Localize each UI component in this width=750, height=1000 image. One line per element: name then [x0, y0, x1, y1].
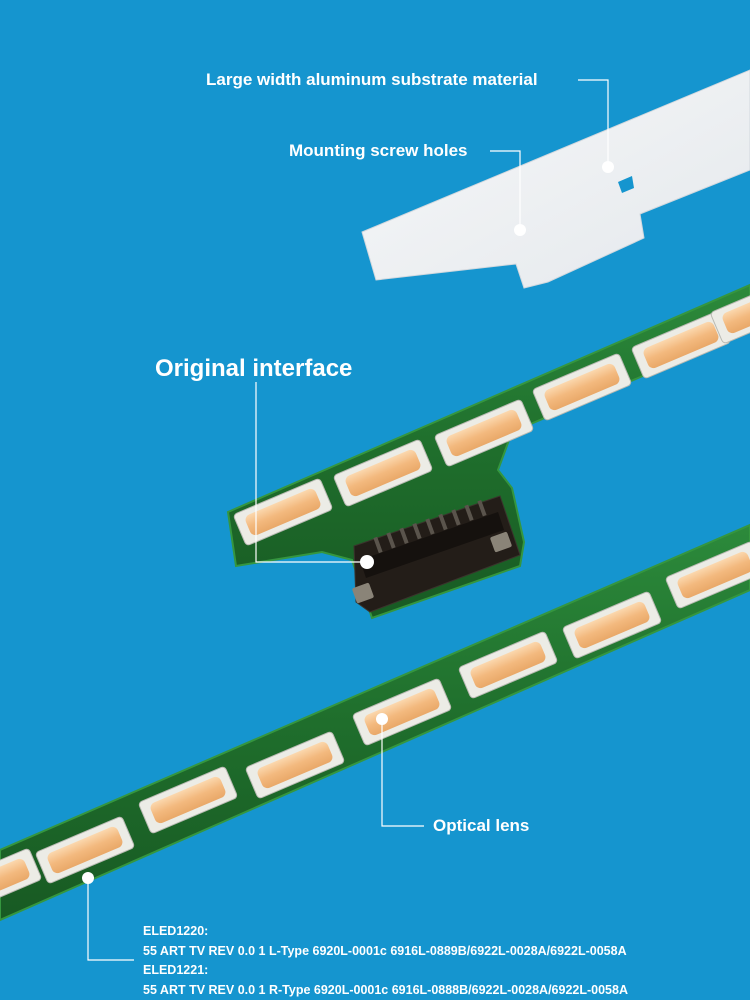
callout-interface: [255, 382, 366, 563]
connector-pin: [425, 518, 435, 535]
led-package: [245, 731, 345, 799]
led-package: [710, 276, 750, 344]
callout-dot: [360, 555, 374, 569]
led-package: [0, 848, 42, 916]
spec-block: ELED1220: 55 ART TV REV 0.0 1 L-Type 692…: [143, 922, 628, 1000]
callout-lens: [381, 720, 424, 827]
lower-led-strip: [0, 523, 750, 922]
connector-pin: [477, 499, 487, 517]
spec-model-2: ELED1221:: [143, 963, 209, 977]
led-package: [458, 631, 558, 699]
callout-screw-holes: [490, 150, 521, 228]
led-package: [665, 541, 750, 609]
led-package: [233, 478, 333, 546]
spec-model-1: ELED1220:: [143, 924, 209, 938]
connector-pin: [464, 504, 474, 522]
connector-pin: [451, 509, 461, 526]
aluminum-substrate: [361, 69, 750, 289]
connector-pin: [399, 527, 409, 545]
led-package: [532, 353, 632, 421]
label-interface: Original interface: [155, 355, 353, 382]
led-package: [138, 766, 238, 834]
label-substrate: Large width aluminum substrate material: [206, 70, 538, 89]
callout-dot: [602, 161, 614, 173]
label-lens: Optical lens: [433, 816, 530, 835]
connector-pin: [386, 532, 396, 549]
connector: [352, 495, 521, 613]
connector-pin: [438, 513, 448, 531]
led-package: [434, 399, 534, 467]
spec-line-2: 55 ART TV REV 0.0 1 R-Type 6920L-0001c 6…: [143, 982, 628, 997]
callout-substrate: [578, 79, 609, 165]
callout-dot: [82, 872, 94, 884]
label-screw-holes: Mounting screw holes: [289, 141, 468, 160]
led-package: [562, 591, 662, 659]
led-package: [333, 439, 433, 507]
callout-dots: [82, 161, 614, 884]
connector-pin: [412, 522, 422, 540]
screw-notch: [618, 176, 634, 193]
callout-spec: [87, 878, 134, 961]
connector-pin: [373, 536, 383, 554]
callout-dot: [376, 713, 388, 725]
callout-lines: [87, 79, 609, 961]
upper-led-strip: [226, 276, 750, 620]
led-package: [35, 816, 135, 884]
spec-line-1: 55 ART TV REV 0.0 1 L-Type 6920L-0001c 6…: [143, 943, 627, 958]
callout-dot: [514, 224, 526, 236]
